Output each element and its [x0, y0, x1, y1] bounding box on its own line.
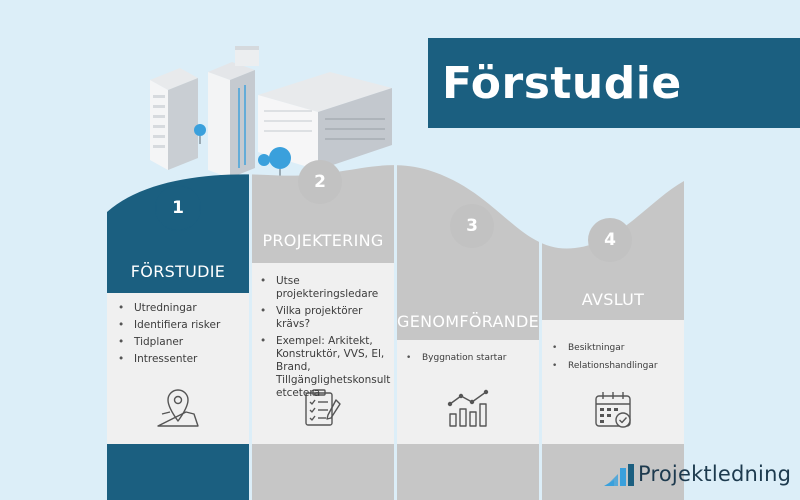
logo: Projektledning: [604, 462, 791, 486]
stage-4-label: AVSLUT: [581, 290, 645, 309]
list-item: Identifiera risker: [116, 319, 244, 332]
list-item: Besiktningar: [550, 342, 680, 354]
growth-chart-icon: [447, 389, 489, 427]
stage-2-number: 2: [298, 160, 342, 204]
stage-4-panel: [542, 320, 684, 444]
stage-2-label: PROJEKTERING: [262, 231, 384, 250]
list-item: Byggnation startar: [404, 352, 534, 364]
stage-1-list: Utredningar Identifiera risker Tidplaner…: [116, 302, 244, 370]
stage-3-list: Byggnation startar: [404, 352, 534, 370]
list-item: Exempel: Arkitekt, Konstruktör, VVS, El,…: [258, 335, 392, 400]
stage-3-number: 3: [450, 204, 494, 248]
logo-text: Projektledning: [638, 462, 792, 486]
list-item: Tidplaner: [116, 336, 244, 349]
map-pin-icon: [157, 389, 199, 427]
title-banner: Förstudie: [428, 38, 800, 128]
buildings-illustration: [150, 46, 392, 210]
list-item: Utse projekteringsledare: [258, 275, 392, 301]
logo-mark-icon: [604, 464, 634, 486]
list-item: Relationshandlingar: [550, 360, 680, 372]
stage-1-number: 1: [156, 186, 200, 230]
list-item: Intressenter: [116, 353, 244, 366]
stage-4-number: 4: [588, 218, 632, 262]
stage-2-list: Utse projekteringsledare Vilka projektör…: [258, 275, 392, 404]
calendar-check-icon: [595, 392, 631, 428]
stage-3-label: GENOMFÖRANDE: [397, 312, 540, 331]
list-item: Vilka projektörer krävs?: [258, 305, 392, 331]
page-title: Förstudie: [442, 57, 682, 109]
stage-1-label: FÖRSTUDIE: [130, 262, 226, 281]
list-item: Utredningar: [116, 302, 244, 315]
stage-4-list: Besiktningar Relationshandlingar: [550, 342, 680, 378]
